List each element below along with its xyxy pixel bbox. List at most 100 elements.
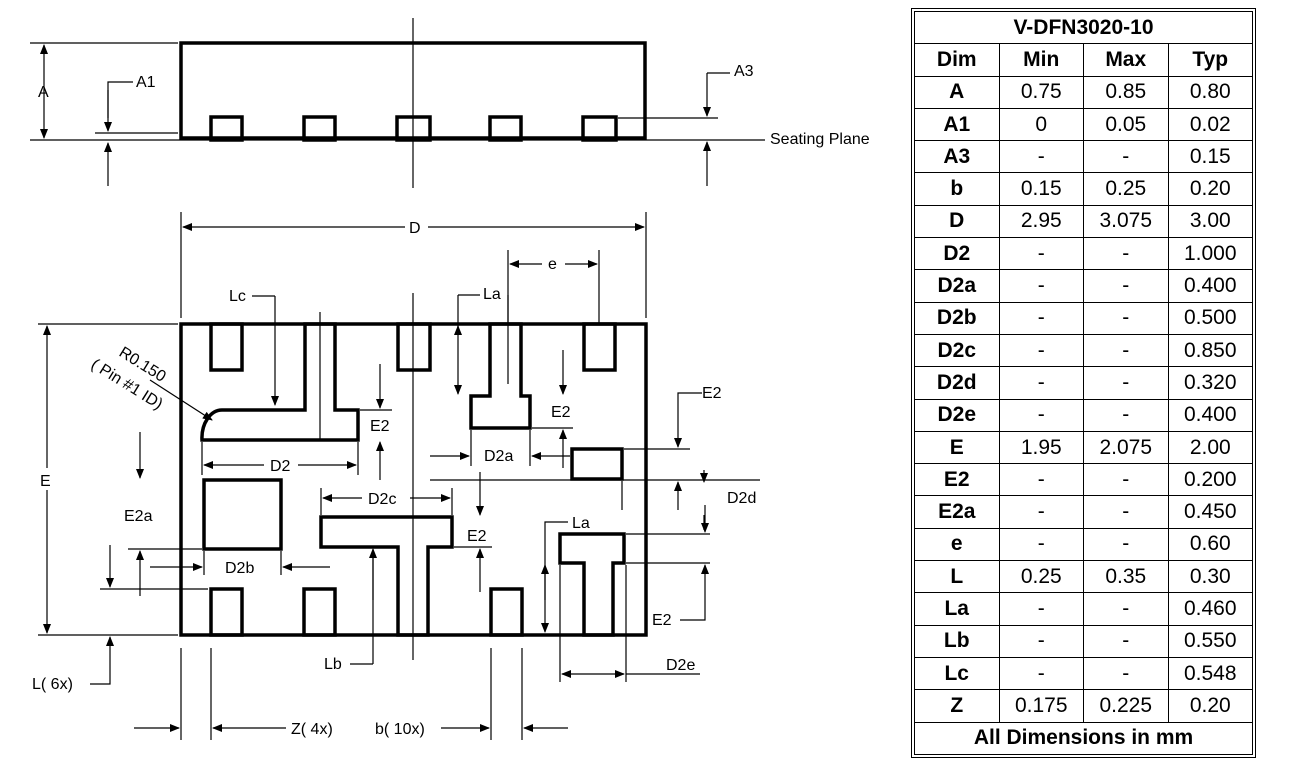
cell-dim: La	[914, 592, 1000, 626]
dim-D2e-label: D2e	[666, 657, 695, 674]
dim-D2a-label: D2a	[484, 448, 513, 465]
pad-t-top-right	[469, 322, 532, 430]
lead-bottom-1	[209, 587, 244, 637]
header-min: Min	[998, 43, 1084, 77]
cell-min: 0.75	[998, 75, 1084, 109]
cell-dim: E2a	[914, 495, 1000, 529]
cell-dim: A3	[914, 140, 1000, 174]
cell-dim: E	[914, 430, 1000, 465]
cell-max: -	[1083, 366, 1169, 400]
cell-typ: 0.20	[1167, 172, 1253, 206]
dim-b-label: b( 10x)	[375, 721, 425, 738]
cell-min: -	[998, 301, 1084, 335]
pad-square-left	[202, 478, 283, 551]
lead-top-1	[209, 322, 244, 372]
cell-max: -	[1083, 656, 1169, 691]
cell-dim: D2d	[914, 366, 1000, 400]
dim-E2-right-label: E2	[702, 385, 722, 402]
pad-t-top-left	[200, 322, 360, 442]
cell-dim: Z	[914, 689, 1000, 723]
cell-min: -	[998, 398, 1084, 432]
dim-La-top-label: La	[483, 286, 501, 303]
table-row: e--0.60	[914, 527, 1253, 562]
cell-min: -	[998, 366, 1084, 400]
cell-min: -	[998, 140, 1084, 174]
cell-typ: 2.00	[1167, 430, 1253, 465]
cell-typ: 0.80	[1167, 75, 1253, 109]
dim-E2-mid1-label: E2	[370, 418, 390, 435]
cell-min: -	[998, 237, 1084, 271]
cell-max: 0.225	[1083, 689, 1169, 723]
cell-dim: A1	[914, 107, 1000, 142]
cell-dim: Lc	[914, 656, 1000, 691]
dim-Z-label: Z( 4x)	[291, 721, 333, 738]
lead-bottom-2	[302, 587, 337, 637]
header-dim: Dim	[914, 43, 1000, 77]
cell-max: 3.075	[1083, 204, 1169, 239]
cell-dim: A	[914, 75, 1000, 109]
pad-t-center	[319, 515, 454, 637]
cell-min: 0.15	[998, 172, 1084, 206]
package-body-side	[179, 41, 647, 140]
dim-Lb-label: Lb	[324, 656, 342, 673]
table-row: Lb--0.550	[914, 624, 1253, 658]
cell-max: 0.05	[1083, 107, 1169, 142]
cell-min: -	[998, 624, 1084, 658]
dim-A-label: A	[38, 84, 49, 101]
cell-max: -	[1083, 140, 1169, 174]
dim-L-label: L( 6x)	[32, 676, 73, 693]
cell-typ: 0.550	[1167, 624, 1253, 658]
table-row: D2c--0.850	[914, 333, 1253, 368]
lead-top-3	[396, 322, 432, 372]
table-row: A3--0.15	[914, 140, 1253, 174]
cell-min: -	[998, 527, 1084, 562]
bottom-view: D e Lc La	[32, 212, 760, 740]
cell-max: 2.075	[1083, 430, 1169, 465]
table-row: E2a--0.450	[914, 495, 1253, 529]
dim-D2c-label: D2c	[368, 491, 396, 508]
cell-typ: 0.500	[1167, 301, 1253, 335]
cell-min: 0.25	[998, 560, 1084, 594]
header-max: Max	[1083, 43, 1169, 77]
cell-dim: b	[914, 172, 1000, 206]
lead-top-5	[582, 322, 617, 372]
cell-typ: 0.02	[1167, 107, 1253, 142]
table-row: E2--0.200	[914, 463, 1253, 497]
cell-max: -	[1083, 527, 1169, 562]
table-row: D2--1.000	[914, 237, 1253, 271]
cell-min: 0.175	[998, 689, 1084, 723]
cell-max: -	[1083, 463, 1169, 497]
cell-min: -	[998, 269, 1084, 303]
cell-max: 0.25	[1083, 172, 1169, 206]
cell-max: -	[1083, 495, 1169, 529]
cell-typ: 0.460	[1167, 592, 1253, 626]
dim-e-label: e	[548, 256, 557, 273]
table-row: D2d--0.320	[914, 366, 1253, 400]
table-row: Lc--0.548	[914, 656, 1253, 691]
pad-t-bottom-right	[558, 532, 626, 637]
cell-typ: 0.20	[1167, 689, 1253, 723]
cell-typ: 0.450	[1167, 495, 1253, 529]
table-header-row: Dim Min Max Typ	[914, 43, 1253, 77]
cell-min: -	[998, 592, 1084, 626]
dim-E-label: E	[40, 473, 51, 490]
cell-max: -	[1083, 398, 1169, 432]
cell-typ: 3.00	[1167, 204, 1253, 239]
dim-A1-label: A1	[136, 74, 156, 91]
cell-typ: 0.200	[1167, 463, 1253, 497]
cell-min: -	[998, 463, 1084, 497]
cell-max: -	[1083, 269, 1169, 303]
cell-typ: 0.400	[1167, 269, 1253, 303]
header-typ: Typ	[1167, 43, 1253, 77]
cell-typ: 0.320	[1167, 366, 1253, 400]
cell-max: -	[1083, 237, 1169, 271]
cell-min: 1.95	[998, 430, 1084, 465]
pad-small-right	[570, 447, 624, 481]
